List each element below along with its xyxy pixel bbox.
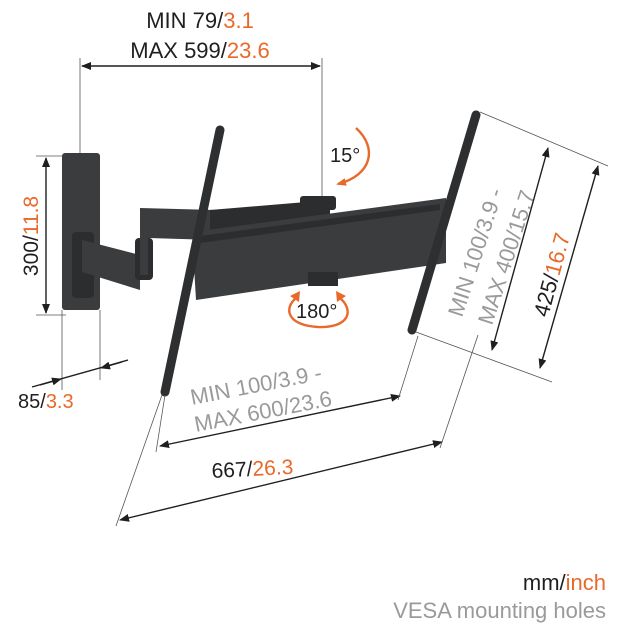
plate-edge bbox=[200, 204, 440, 243]
plate-height-label: 300/11.8 bbox=[20, 196, 43, 276]
vesa-bar-left bbox=[160, 125, 225, 397]
wall-mount-product bbox=[62, 110, 481, 397]
tilt-label: 15° bbox=[330, 145, 360, 167]
swivel-indicator: 180° bbox=[288, 291, 349, 329]
swivel-arrowhead-right bbox=[336, 291, 346, 302]
mounting-plate bbox=[192, 198, 446, 300]
wall-distance-max: MAX 599/23.6 bbox=[130, 38, 269, 63]
overall-height-label: 425/16.7 bbox=[529, 230, 575, 319]
plate-width-label: 85/3.3 bbox=[18, 391, 74, 413]
wall-distance-dimension: MIN 79/3.1 MAX 599/23.6 bbox=[79, 8, 323, 205]
tilt-head bbox=[300, 196, 336, 210]
unit-legend: mm/inch VESA mounting holes bbox=[393, 570, 606, 623]
overall-width-label: 667/26.3 bbox=[211, 456, 294, 483]
vesa-horizontal-dimension: MIN 100/3.9 - MAX 600/23.6 bbox=[155, 335, 419, 453]
tilt-arrow-icon bbox=[336, 127, 371, 186]
swivel-hinge bbox=[308, 272, 338, 286]
swivel-label: 180° bbox=[296, 301, 337, 323]
overall-width-dimension: 667/26.3 bbox=[115, 334, 479, 527]
swivel-arrow-icon bbox=[288, 297, 349, 329]
swivel-arrowhead-left bbox=[290, 291, 300, 302]
tilt-indicator: 15° bbox=[330, 127, 371, 186]
arm-lower bbox=[82, 240, 140, 290]
wall-distance-min: MIN 79/3.1 bbox=[146, 8, 254, 33]
vesa-note: VESA mounting holes bbox=[393, 598, 606, 623]
plate-height-dimension: 300/11.8 bbox=[20, 155, 66, 316]
vesa-bar-right bbox=[407, 110, 481, 335]
plate-width-dimension: 85/3.3 bbox=[18, 310, 129, 413]
unit-label: mm/inch bbox=[523, 570, 606, 595]
